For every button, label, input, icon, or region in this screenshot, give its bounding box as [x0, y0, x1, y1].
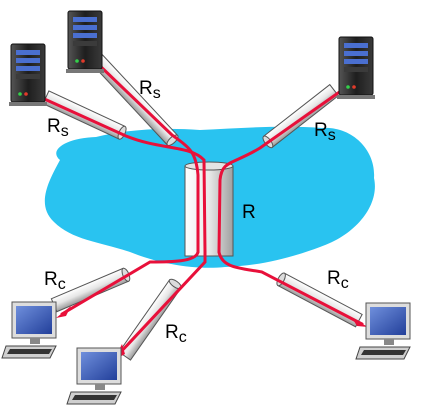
- bottleneck-link: [184, 161, 234, 257]
- label-sub: s: [61, 123, 69, 140]
- label-main: R: [314, 120, 328, 141]
- label-bottleneck: R: [242, 202, 256, 223]
- label-server-link-3: Rs: [314, 120, 336, 144]
- label-server-link-1: Rs: [139, 78, 161, 102]
- arrowhead-client-1: [56, 306, 71, 318]
- server-icon: [9, 43, 47, 106]
- desktop-computer-icon: [1, 301, 57, 359]
- label-main: R: [139, 78, 153, 99]
- label-sub: s: [153, 85, 161, 102]
- label-sub: s: [328, 127, 336, 144]
- desktop-computer-icon: [66, 347, 122, 405]
- label-client-link-3: Rc: [327, 268, 349, 292]
- label-main: R: [47, 116, 61, 137]
- data-flows: [38, 62, 364, 357]
- label-sub: c: [341, 275, 349, 292]
- flow-client-2: [116, 250, 207, 357]
- flow-server-3: [217, 84, 350, 254]
- arrowhead-client-3: [352, 318, 368, 327]
- flow-server-2: [38, 95, 207, 254]
- label-main: R: [165, 322, 179, 343]
- flow-client-3: [217, 250, 364, 326]
- server-icon: [66, 10, 104, 73]
- desktop-computer-icon: [355, 302, 411, 360]
- label-main: R: [44, 269, 58, 290]
- label-client-link-1: Rc: [44, 269, 66, 293]
- label-main: R: [327, 268, 341, 289]
- label-sub: c: [58, 276, 66, 293]
- label-sub: c: [179, 329, 187, 346]
- label-client-link-2: Rc: [165, 322, 187, 346]
- label-server-link-2: Rs: [47, 116, 69, 140]
- flow-client-1: [60, 250, 200, 316]
- server-icon: [337, 36, 375, 99]
